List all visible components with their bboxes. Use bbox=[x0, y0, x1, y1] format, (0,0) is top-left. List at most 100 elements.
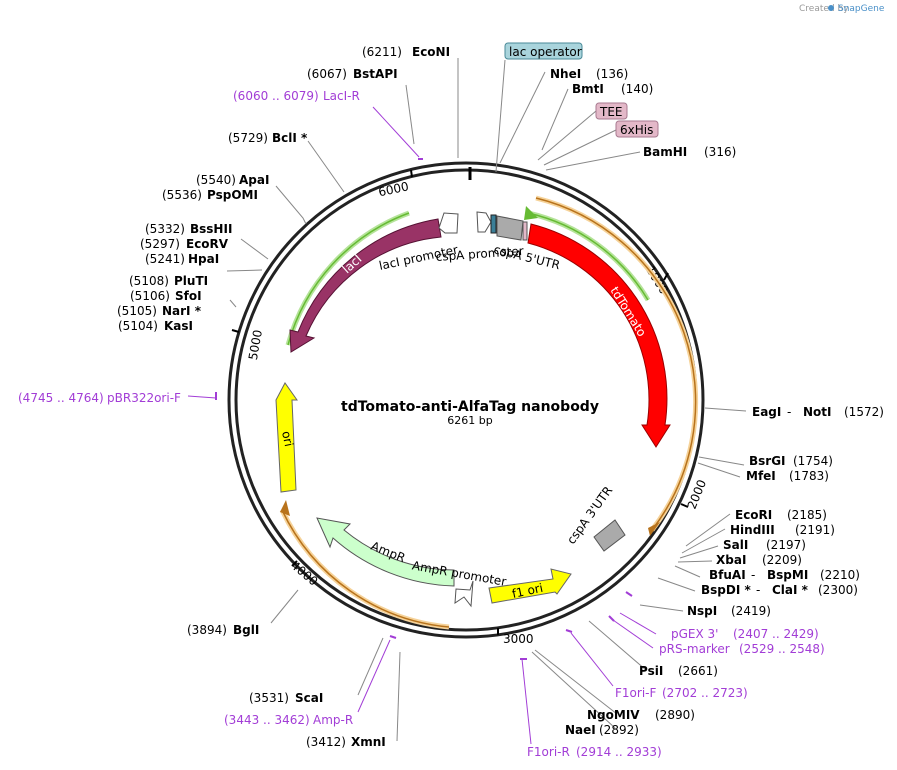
enzyme-sfoi: SfoI bbox=[175, 289, 202, 303]
tick-5000: 5000 bbox=[231, 329, 265, 362]
enzyme-hindiii: HindIII bbox=[730, 523, 775, 537]
enzyme-ecori-pos: (2185) bbox=[787, 508, 827, 522]
primer-laci-r: LacI-R bbox=[323, 89, 360, 103]
enzyme-eagi: EagI bbox=[752, 405, 781, 419]
primer-pgex3: pGEX 3' bbox=[671, 627, 718, 641]
primer-prs-marker: pRS-marker bbox=[659, 642, 730, 656]
enzyme-sfoi-pos: (5106) bbox=[130, 289, 170, 303]
tick-3000: 3000 bbox=[497, 628, 534, 646]
enzyme-bspmi: BspMI bbox=[767, 568, 808, 582]
enzyme-bfuai: BfuAI bbox=[709, 568, 746, 582]
enzyme-bgli: BglI bbox=[233, 623, 259, 637]
enzyme-xmni: XmnI bbox=[351, 735, 386, 749]
enzyme-mfei-pos: (1783) bbox=[789, 469, 829, 483]
enzyme-scai: ScaI bbox=[295, 691, 323, 705]
enzyme-pluti: PluTI bbox=[174, 274, 208, 288]
primer-laci-r-range: (6060 .. 6079) bbox=[233, 89, 319, 103]
ampr-orf-arrowhead bbox=[280, 500, 290, 516]
feature-label-f1ori: f1 ori bbox=[511, 581, 545, 601]
enzyme-nspi: NspI bbox=[687, 604, 717, 618]
enzyme-nhei: NheI bbox=[550, 67, 581, 81]
enzyme-kasi: KasI bbox=[164, 319, 193, 333]
boxed-feature-labels: lac operator TEE 6xHis bbox=[504, 42, 659, 138]
box-6xhis: 6xHis bbox=[615, 120, 659, 138]
enzyme-hpai: HpaI bbox=[188, 252, 219, 266]
enzyme-bstapi: BstAPI bbox=[353, 67, 398, 81]
enzyme-econi-pos: (6211) bbox=[362, 45, 402, 59]
enzyme-ngomiv-pos: (2890) bbox=[655, 708, 695, 722]
feature-label-cspa-promoter: cspA promoter bbox=[435, 244, 524, 264]
enzyme-econi: EcoNI bbox=[412, 45, 450, 59]
tdtomato-orf-line bbox=[527, 212, 649, 301]
feature-f1ori: f1 ori bbox=[488, 568, 572, 604]
enzyme-hpai-pos: (5241) bbox=[145, 252, 185, 266]
enzyme-sali-pos: (2197) bbox=[766, 538, 806, 552]
enzyme-bsrgi-pos: (1754) bbox=[793, 454, 833, 468]
enzyme-psii: PsiI bbox=[639, 664, 663, 678]
enzyme-labels-left: EcoNI (6211) BstAPI (6067) BclI * (5729)… bbox=[117, 45, 450, 749]
enzyme-bfuai-sep: - bbox=[751, 568, 755, 582]
enzyme-bmti: BmtI bbox=[572, 82, 604, 96]
primer-labels: (6060 .. 6079) LacI-R (4745 .. 4764) pBR… bbox=[18, 89, 825, 759]
primer-leaders bbox=[187, 106, 657, 745]
enzyme-bsshii: BssHII bbox=[190, 222, 232, 236]
leader-lines bbox=[226, 58, 747, 742]
enzyme-naei-pos: (2892) bbox=[599, 723, 639, 737]
plasmid-size: 6261 bp bbox=[447, 414, 492, 427]
primer-amp-r: Amp-R bbox=[313, 713, 353, 727]
enzyme-sali: SalI bbox=[723, 538, 748, 552]
enzyme-nari-pos: (5105) bbox=[117, 304, 157, 318]
snapgene-logo-icon bbox=[828, 5, 834, 11]
feature-cspa-3utr: cspA 3'UTR bbox=[564, 484, 626, 552]
orange-orf-arrowhead bbox=[648, 522, 660, 536]
primer-pbr322ori-f: pBR322ori-F bbox=[107, 391, 181, 405]
enzyme-eagi-sep: - bbox=[787, 405, 791, 419]
enzyme-mfei: MfeI bbox=[746, 469, 776, 483]
enzyme-xbai: XbaI bbox=[716, 553, 746, 567]
enzyme-clai: ClaI * bbox=[772, 583, 809, 597]
ampr-orf-line bbox=[281, 509, 450, 628]
primer-pgex3-range: (2407 .. 2429) bbox=[733, 627, 819, 641]
enzyme-bgli-pos: (3894) bbox=[187, 623, 227, 637]
enzyme-apai: ApaI bbox=[239, 173, 269, 187]
enzyme-noti: NotI bbox=[803, 405, 832, 419]
tick-2000: 2000 bbox=[680, 478, 709, 511]
enzyme-xmni-pos: (3412) bbox=[306, 735, 346, 749]
box-tee: TEE bbox=[595, 102, 628, 120]
primer-f1ori-f: F1ori-F bbox=[615, 686, 656, 700]
primer-f1ori-f-range: (2702 .. 2723) bbox=[662, 686, 748, 700]
enzyme-pspomi-pos: (5536) bbox=[162, 188, 202, 202]
enzyme-ecorv: EcoRV bbox=[186, 237, 229, 251]
enzyme-bamhi: BamHI bbox=[643, 145, 687, 159]
enzyme-bcli: BclI * bbox=[272, 131, 308, 145]
box-lac-operator: lac operator bbox=[504, 42, 583, 60]
feature-lac-operator bbox=[490, 214, 497, 234]
tick-label-6000: 6000 bbox=[377, 179, 410, 199]
enzyme-bspdi-pos: (2300) bbox=[818, 583, 858, 597]
enzyme-ecorv-pos: (5297) bbox=[140, 237, 180, 251]
box-tee-label: TEE bbox=[599, 105, 623, 119]
primer-f1ori-r: F1ori-R bbox=[527, 745, 570, 759]
enzyme-ecori: EcoRI bbox=[735, 508, 772, 522]
enzyme-nspi-pos: (2419) bbox=[731, 604, 771, 618]
box-6xhis-label: 6xHis bbox=[620, 123, 653, 137]
tick-label-5000: 5000 bbox=[246, 329, 265, 362]
enzyme-bamhi-pos: (316) bbox=[704, 145, 736, 159]
tick-6000: 6000 bbox=[377, 169, 413, 199]
enzyme-xbai-pos: (2209) bbox=[762, 553, 802, 567]
primer-pbr322ori-f-range: (4745 .. 4764) bbox=[18, 391, 104, 405]
enzyme-labels-right: NheI (136) BmtI (140) BamHI (316) EagI -… bbox=[550, 67, 884, 737]
feature-label-ampr-promoter: AmpR promoter bbox=[411, 558, 507, 588]
enzyme-pspomi: PspOMI bbox=[207, 188, 258, 202]
enzyme-bmti-pos: (140) bbox=[621, 82, 653, 96]
enzyme-hindiii-pos: (2191) bbox=[795, 523, 835, 537]
enzyme-pluti-pos: (5108) bbox=[129, 274, 169, 288]
box-lac-operator-label: lac operator bbox=[509, 45, 582, 59]
green-orf-arrowhead bbox=[524, 206, 538, 220]
enzyme-scai-pos: (3531) bbox=[249, 691, 289, 705]
laci-orf-line bbox=[287, 212, 410, 346]
enzyme-nhei-pos: (136) bbox=[596, 67, 628, 81]
orange-orf-line bbox=[535, 197, 697, 531]
enzyme-bcli-pos: (5729) bbox=[228, 131, 268, 145]
enzyme-psii-pos: (2661) bbox=[678, 664, 718, 678]
